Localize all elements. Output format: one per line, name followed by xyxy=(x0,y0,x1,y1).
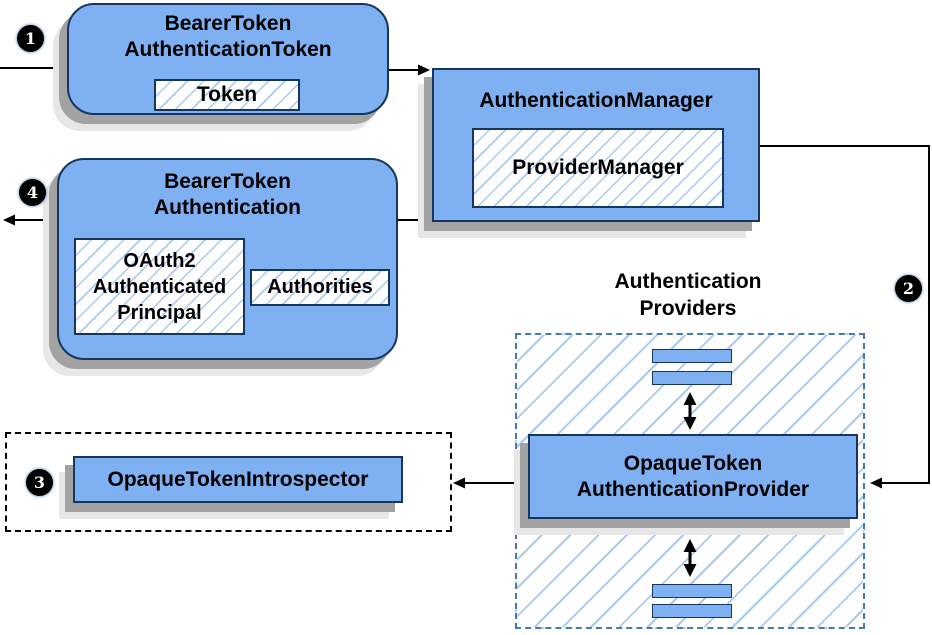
bearer-token-authentication-title-line2: Authentication xyxy=(154,196,301,219)
provider-manager-box: ProviderManager xyxy=(472,128,724,208)
step-4-number: 4 xyxy=(26,183,39,202)
provider-list-bar-bottom-1 xyxy=(652,584,732,598)
step-2-badge: 2 xyxy=(895,275,922,302)
step-1-number: 1 xyxy=(24,29,37,48)
opaque-token-introspector-title: OpaqueTokenIntrospector xyxy=(107,467,369,491)
step-1-badge: 1 xyxy=(17,25,44,52)
token-to-manager-arrowhead xyxy=(418,64,430,76)
bearer-token-authentication-box: BearerToken Authentication OAuth2 Authen… xyxy=(57,158,398,360)
opaque-token-authentication-provider-title-line1: OpaqueToken xyxy=(623,452,763,475)
provider-list-bar-top-2 xyxy=(652,371,732,385)
token-label: Token xyxy=(196,83,258,106)
authentication-manager-title: AuthenticationManager xyxy=(479,89,713,112)
authentication-providers-label-line1: Authentication xyxy=(614,270,762,293)
provider-manager-label: ProviderManager xyxy=(512,156,684,179)
oauth2-authenticated-principal-box: OAuth2 Authenticated Principal xyxy=(74,238,245,335)
opaque-token-introspector-box: OpaqueTokenIntrospector xyxy=(73,456,403,503)
provider-list-bar-top-1 xyxy=(652,349,732,363)
oauth2-authenticated-principal-line1: OAuth2 xyxy=(123,249,196,272)
authentication-providers-label-line2: Providers xyxy=(639,297,737,320)
provider-top-double-arrow-down-head xyxy=(683,417,697,430)
step-3-badge: 3 xyxy=(26,469,53,496)
bearer-token-authentication-token-box: BearerToken AuthenticationToken Token xyxy=(67,3,389,115)
authorities-box: Authorities xyxy=(250,269,390,306)
step-3-number: 3 xyxy=(33,473,46,492)
oauth2-authenticated-principal-line3: Principal xyxy=(117,301,202,324)
provider-bottom-double-arrow-down-head xyxy=(683,564,697,577)
provider-to-introspector-arrowhead xyxy=(453,477,465,489)
bearer-token-authentication-token-title-line1: BearerToken xyxy=(164,12,292,35)
provider-top-double-arrow-up-head xyxy=(683,392,697,405)
manager-to-provider-line xyxy=(760,145,930,484)
token-box: Token xyxy=(154,79,300,111)
opaque-token-authentication-provider-title-line2: AuthenticationProvider xyxy=(576,478,810,501)
oauth2-authenticated-principal-line2: Authenticated xyxy=(92,275,227,298)
step-4-badge: 4 xyxy=(19,179,46,206)
step-2-number: 2 xyxy=(902,279,915,298)
provider-bottom-double-arrow-up-head xyxy=(683,539,697,552)
provider-list-bar-bottom-2 xyxy=(652,604,732,618)
manager-to-provider-arrowhead xyxy=(870,477,882,489)
authentication-providers-label: Authentication Providers xyxy=(556,268,820,322)
authentication-manager-box: AuthenticationManager ProviderManager xyxy=(432,68,760,222)
opaque-token-authentication-provider-box: OpaqueToken AuthenticationProvider xyxy=(528,434,858,519)
bearer-token-authentication-title-line1: BearerToken xyxy=(164,170,291,193)
bearer-outgoing-arrowhead xyxy=(3,214,15,226)
authorities-label: Authorities xyxy=(267,276,373,298)
bearer-token-authentication-token-title-line2: AuthenticationToken xyxy=(124,38,332,61)
